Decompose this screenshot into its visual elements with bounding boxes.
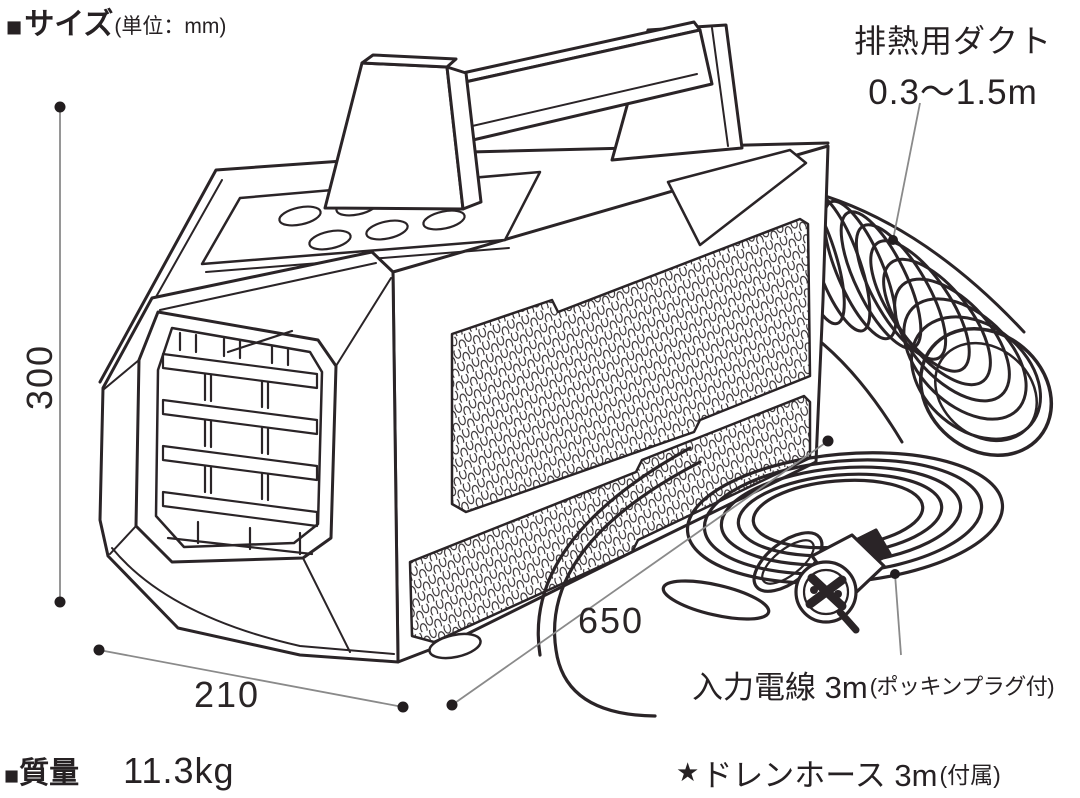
dimension-dots <box>54 101 900 713</box>
drain-hose-note: (付属) <box>939 761 1001 788</box>
machine-body-drawing <box>98 20 830 664</box>
weight-title: 質量 <box>19 757 80 790</box>
power-cord-note: (ポッキンプラグ付) <box>869 673 1055 699</box>
weight-block: ■ 質量 11.3kg <box>4 748 235 792</box>
exhaust-duct-name: 排熱用ダクト <box>853 23 1052 59</box>
dimension-width: 650 <box>578 600 645 641</box>
power-cord-main: 入力電線 3m <box>692 670 868 705</box>
size-unit-note: (単位：mm) <box>114 14 227 38</box>
drain-hose-main: ドレンホース 3m <box>701 758 938 793</box>
power-cable-drawing <box>536 446 1005 718</box>
exhaust-duct-label: 排熱用ダクト 0.3〜1.5m <box>828 16 1078 115</box>
size-title-block: ■ サイズ (単位：mm) <box>6 8 226 41</box>
exhaust-duct-drawing <box>784 184 1054 457</box>
dimension-depth: 210 <box>194 674 261 715</box>
dimension-height: 300 <box>19 343 60 411</box>
dimension-lines <box>59 102 921 708</box>
size-title: サイズ <box>24 8 114 41</box>
drain-hose-block: ★ ドレンホース 3m (付属) <box>676 750 1001 795</box>
weight-value: 11.3kg <box>123 750 235 791</box>
square-bullet-icon: ■ <box>6 12 23 42</box>
exhaust-duct-range: 0.3〜1.5m <box>868 73 1038 112</box>
star-icon: ★ <box>676 757 700 787</box>
square-bullet-icon: ■ <box>4 761 20 790</box>
power-cord-label: 入力電線 3m (ポッキンプラグ付) <box>692 662 1055 707</box>
